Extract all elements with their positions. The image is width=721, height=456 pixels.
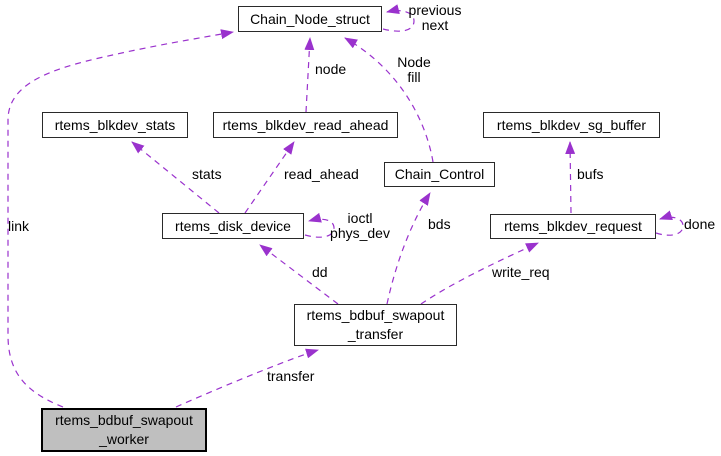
edge-label-link: link bbox=[8, 218, 30, 234]
edge-node bbox=[304, 37, 315, 113]
edge-label-bufs: bufs bbox=[577, 166, 604, 182]
edge-previous-next-self-loop bbox=[382, 4, 415, 32]
node-rtems-blkdev-request[interactable]: rtems_blkdev_request bbox=[490, 214, 656, 239]
edge-transfer bbox=[175, 348, 319, 408]
edge-ioctl-phys-dev-self-loop bbox=[304, 212, 335, 238]
edge-link bbox=[7, 29, 234, 408]
edge-done-self-loop bbox=[655, 210, 684, 236]
edge-label-dd: dd bbox=[312, 264, 328, 280]
edge-label-node: node bbox=[315, 61, 347, 77]
node-rtems-blkdev-sg-buffer[interactable]: rtems_blkdev_sg_buffer bbox=[483, 112, 660, 138]
node-rtems-blkdev-stats[interactable]: rtems_blkdev_stats bbox=[42, 112, 188, 138]
edge-label-read-ahead: read_ahead bbox=[284, 166, 359, 182]
node-chain-control[interactable]: Chain_Control bbox=[384, 162, 495, 187]
edge-stats bbox=[131, 141, 220, 214]
node-rtems-bdbuf-swapout-worker[interactable]: rtems_bdbuf_swapout _worker bbox=[41, 408, 207, 452]
edge-label-write-req: write_req bbox=[492, 264, 550, 280]
edge-label-stats: stats bbox=[192, 166, 222, 182]
edge-bds bbox=[386, 192, 431, 305]
edge-label-node-fill: Node fill bbox=[397, 54, 431, 85]
node-chain-node-struct[interactable]: Chain_Node_struct bbox=[238, 6, 382, 32]
edge-dd bbox=[259, 244, 339, 305]
edge-node-fill bbox=[344, 37, 434, 163]
edge-label-transfer: transfer bbox=[267, 368, 315, 384]
node-rtems-bdbuf-swapout-transfer[interactable]: rtems_bdbuf_swapout _transfer bbox=[294, 304, 457, 346]
edge-label-done: done bbox=[684, 216, 716, 232]
edge-label-ioctl-phys-dev: ioctl phys_dev bbox=[330, 210, 390, 241]
node-rtems-disk-device[interactable]: rtems_disk_device bbox=[162, 213, 304, 239]
edge-label-previous-next: previous next bbox=[408, 2, 462, 33]
edge-label-bds: bds bbox=[428, 216, 451, 232]
node-rtems-blkdev-read-ahead[interactable]: rtems_blkdev_read_ahead bbox=[213, 112, 398, 138]
edge-write-req bbox=[420, 242, 539, 305]
edge-bufs bbox=[565, 141, 576, 214]
edge-read-ahead bbox=[244, 141, 295, 214]
